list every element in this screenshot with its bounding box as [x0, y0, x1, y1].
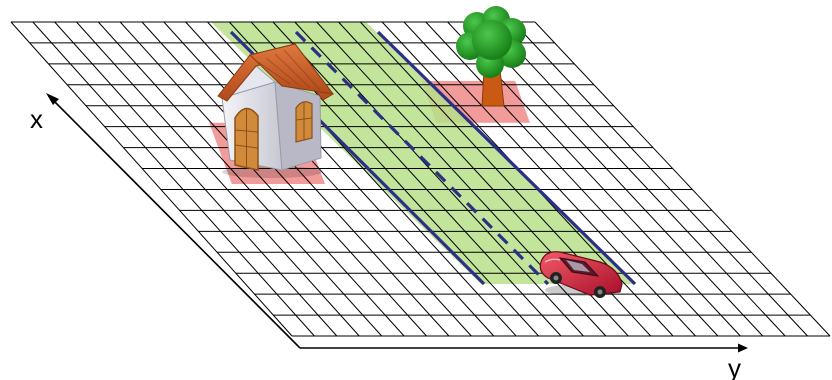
y-axis-label: y [728, 353, 741, 380]
grid-column-line [295, 22, 584, 336]
grid-column-line [491, 22, 785, 336]
y-axis-arrowhead [738, 344, 748, 353]
x-axis-label: x [30, 104, 43, 134]
